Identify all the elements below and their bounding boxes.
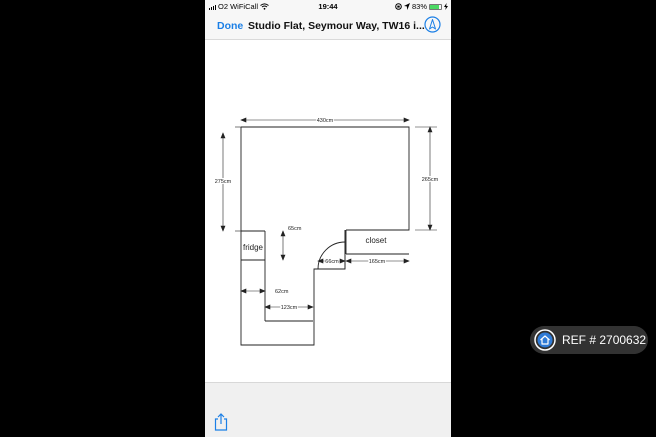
dim-corridor-offset: 62cm	[275, 289, 289, 295]
status-bar: O2 WiFiCall 19:44 83%	[205, 0, 451, 12]
bottom-toolbar	[205, 382, 451, 437]
wifi-icon	[260, 3, 269, 10]
dim-height-left: 275cm	[215, 179, 232, 185]
dim-door-width: 66cm	[325, 259, 339, 265]
dim-height-right: 265cm	[422, 177, 439, 183]
battery-percent: 83%	[411, 2, 427, 11]
floorplan-drawing: 430cm 275cm 265cm fridge 65cm closet 66c…	[214, 117, 440, 346]
done-button[interactable]: Done	[217, 20, 244, 32]
dim-width-top: 430cm	[317, 118, 334, 124]
dim-corridor-width: 123cm	[281, 305, 298, 311]
page-title: Studio Flat, Seymour Way, TW16 i...	[248, 20, 425, 32]
compass-icon[interactable]	[424, 16, 441, 33]
share-icon[interactable]	[213, 413, 229, 431]
dim-fridge-depth: 65cm	[288, 226, 302, 232]
ref-number: REF # 2700632	[562, 333, 647, 347]
carrier-name: O2 WiFiCall	[218, 2, 259, 11]
status-right: 83%	[395, 2, 448, 11]
closet-label: closet	[366, 236, 388, 245]
home-icon	[534, 329, 556, 351]
orientation-lock-icon	[395, 3, 402, 10]
floorplan-viewer[interactable]: 430cm 275cm 265cm fridge 65cm closet 66c…	[205, 40, 451, 382]
door-swing	[317, 241, 346, 270]
charging-bolt-icon	[444, 3, 448, 10]
nav-bar: Done Studio Flat, Seymour Way, TW16 i...	[205, 12, 451, 40]
status-left: O2 WiFiCall	[209, 2, 269, 11]
battery-icon	[429, 3, 442, 10]
fridge-label: fridge	[243, 243, 264, 252]
status-time: 19:44	[318, 2, 338, 11]
dim-closet-width: 165cm	[369, 259, 386, 265]
ref-badge: REF # 2700632	[530, 326, 648, 354]
location-icon	[403, 3, 410, 10]
signal-bars-icon	[209, 4, 216, 10]
phone-screen: O2 WiFiCall 19:44 83% Done Studio	[205, 0, 451, 437]
